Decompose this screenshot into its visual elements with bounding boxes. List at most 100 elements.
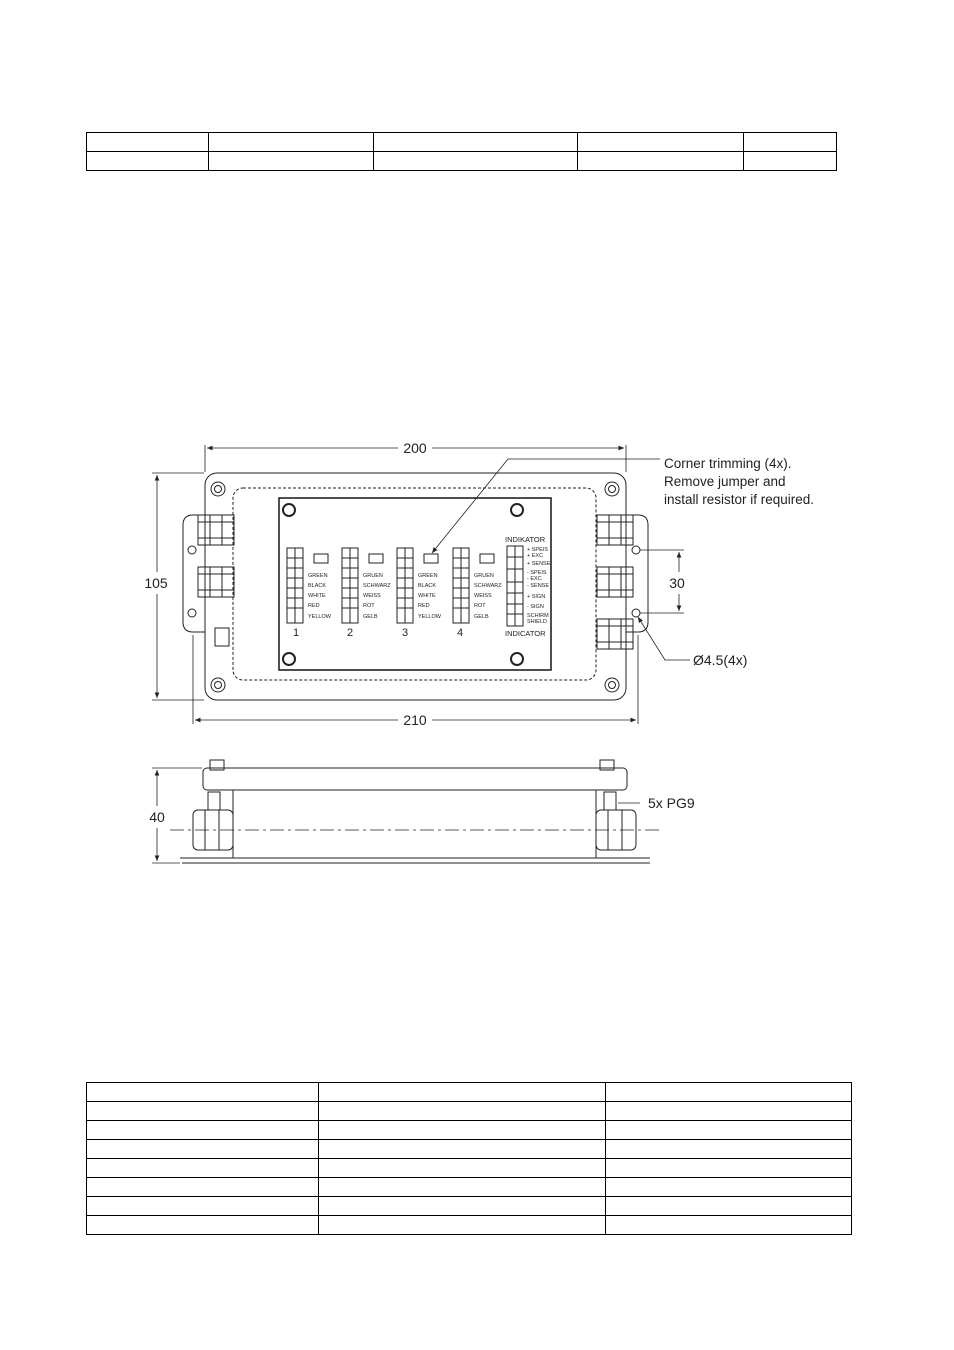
channel-number: 3 bbox=[402, 627, 408, 639]
wire-label: YELLOW bbox=[418, 614, 442, 620]
channel-number: 2 bbox=[347, 627, 353, 639]
wire-label: GREEN bbox=[308, 573, 328, 579]
dimension-width-top: 200 bbox=[403, 440, 427, 456]
mounting-hole-icon bbox=[187, 545, 641, 618]
cable-gland-icon bbox=[197, 514, 235, 647]
cable-gland-icon bbox=[192, 791, 637, 851]
pcb-board bbox=[278, 497, 552, 671]
table-cell bbox=[317, 1177, 607, 1197]
table-row bbox=[86, 151, 837, 171]
channel-number: 1 bbox=[293, 627, 299, 639]
box-outline bbox=[204, 472, 627, 701]
corner-note-line: install resistor if required. bbox=[664, 492, 814, 507]
indicator-label-top: INDIKATOR bbox=[505, 535, 546, 544]
table-cell bbox=[317, 1215, 607, 1235]
table-row bbox=[86, 1196, 852, 1216]
wire-label: RED bbox=[418, 603, 430, 609]
table-cell bbox=[317, 1158, 607, 1178]
wire-label: WEISS bbox=[474, 593, 492, 599]
dimension-hole-spacing: 30 bbox=[669, 575, 685, 591]
table-cell bbox=[605, 1196, 852, 1216]
table-cell bbox=[86, 1215, 319, 1235]
table-cell bbox=[86, 1082, 319, 1102]
table-cell bbox=[317, 1196, 607, 1216]
top-view bbox=[152, 445, 690, 724]
wire-label: GREEN bbox=[418, 573, 438, 579]
wire-label: YELLOW bbox=[308, 614, 332, 620]
wire-label: ROT bbox=[474, 603, 486, 609]
wire-label: BLACK bbox=[308, 583, 326, 589]
corner-note-line: Remove jumper and bbox=[664, 474, 786, 489]
gland-label: 5x PG9 bbox=[648, 795, 695, 811]
corner-note-line: Corner trimming (4x). bbox=[664, 456, 792, 471]
inner-outline bbox=[232, 487, 597, 681]
indicator-terminal-label: SHIELD bbox=[527, 619, 547, 625]
table-cell bbox=[317, 1139, 607, 1159]
wire-label: GELB bbox=[474, 614, 489, 620]
table-cell bbox=[86, 1196, 319, 1216]
table-cell bbox=[372, 151, 579, 171]
hole-label: Ø4.5(4x) bbox=[693, 652, 747, 668]
table-row bbox=[86, 1101, 852, 1121]
indicator-terminal-block bbox=[506, 545, 524, 627]
table-cell bbox=[605, 1158, 852, 1178]
channel-number: 4 bbox=[457, 627, 463, 639]
table-row bbox=[86, 1120, 852, 1140]
table-row bbox=[86, 1215, 852, 1235]
wire-label: GRUEN bbox=[363, 573, 383, 579]
right-flange bbox=[626, 514, 649, 633]
table-row bbox=[86, 1139, 852, 1159]
table-cell bbox=[86, 1177, 319, 1197]
table-cell bbox=[605, 1120, 852, 1140]
indicator-terminal-label: + SENSE bbox=[527, 561, 551, 567]
wire-label: BLACK bbox=[418, 583, 436, 589]
indicator-terminal-label: SCHIRM bbox=[527, 613, 549, 619]
jumper-icon bbox=[368, 553, 384, 564]
pcb-hole-icon bbox=[282, 503, 524, 666]
table-cell bbox=[743, 151, 837, 171]
specification-table bbox=[86, 1082, 852, 1235]
table-cell bbox=[86, 151, 209, 171]
table-row bbox=[86, 1158, 852, 1178]
indicator-terminal-label: - SPEIS bbox=[527, 570, 547, 576]
wire-label: WHITE bbox=[308, 593, 326, 599]
indicator-terminal-label: + SIGN bbox=[527, 594, 545, 600]
wire-label: WEISS bbox=[363, 593, 381, 599]
table-cell bbox=[86, 1139, 319, 1159]
dimension-height: 105 bbox=[144, 575, 168, 591]
cable-gland-icon bbox=[596, 514, 634, 650]
indicator-terminal-label: - EXC bbox=[527, 576, 542, 582]
wire-label: GELB bbox=[363, 614, 378, 620]
table-cell bbox=[86, 1158, 319, 1178]
terminal-block bbox=[396, 547, 439, 624]
table-cell bbox=[605, 1177, 852, 1197]
table-cell bbox=[86, 1101, 319, 1121]
terminal-block bbox=[286, 547, 329, 624]
wire-label: GRUEN bbox=[474, 573, 494, 579]
side-view bbox=[152, 759, 660, 864]
table-cell bbox=[317, 1120, 607, 1140]
jumper-icon bbox=[479, 553, 495, 564]
dimension-width-bottom: 210 bbox=[403, 712, 427, 728]
table-cell bbox=[605, 1101, 852, 1121]
table-cell bbox=[605, 1215, 852, 1235]
table-row bbox=[86, 1082, 852, 1102]
table-cell bbox=[605, 1139, 852, 1159]
jumper-icon bbox=[423, 553, 439, 564]
indicator-label-bottom: INDICATOR bbox=[505, 629, 546, 638]
wire-label: SCHWARZ bbox=[363, 583, 391, 589]
wire-label: SCHWARZ bbox=[474, 583, 502, 589]
dimension-depth: 40 bbox=[149, 809, 165, 825]
wire-label: WHITE bbox=[418, 593, 436, 599]
left-flange bbox=[182, 514, 205, 633]
wire-label: RED bbox=[308, 603, 320, 609]
indicator-terminal-label: - SENSE bbox=[527, 583, 549, 589]
corner-screw-icon bbox=[210, 481, 620, 693]
table-cell bbox=[605, 1082, 852, 1102]
lid-profile bbox=[202, 767, 628, 791]
indicator-terminal-label: + SPEIS bbox=[527, 547, 548, 553]
wire-label: ROT bbox=[363, 603, 375, 609]
table-row bbox=[86, 1177, 852, 1197]
terminal-block bbox=[452, 547, 495, 624]
